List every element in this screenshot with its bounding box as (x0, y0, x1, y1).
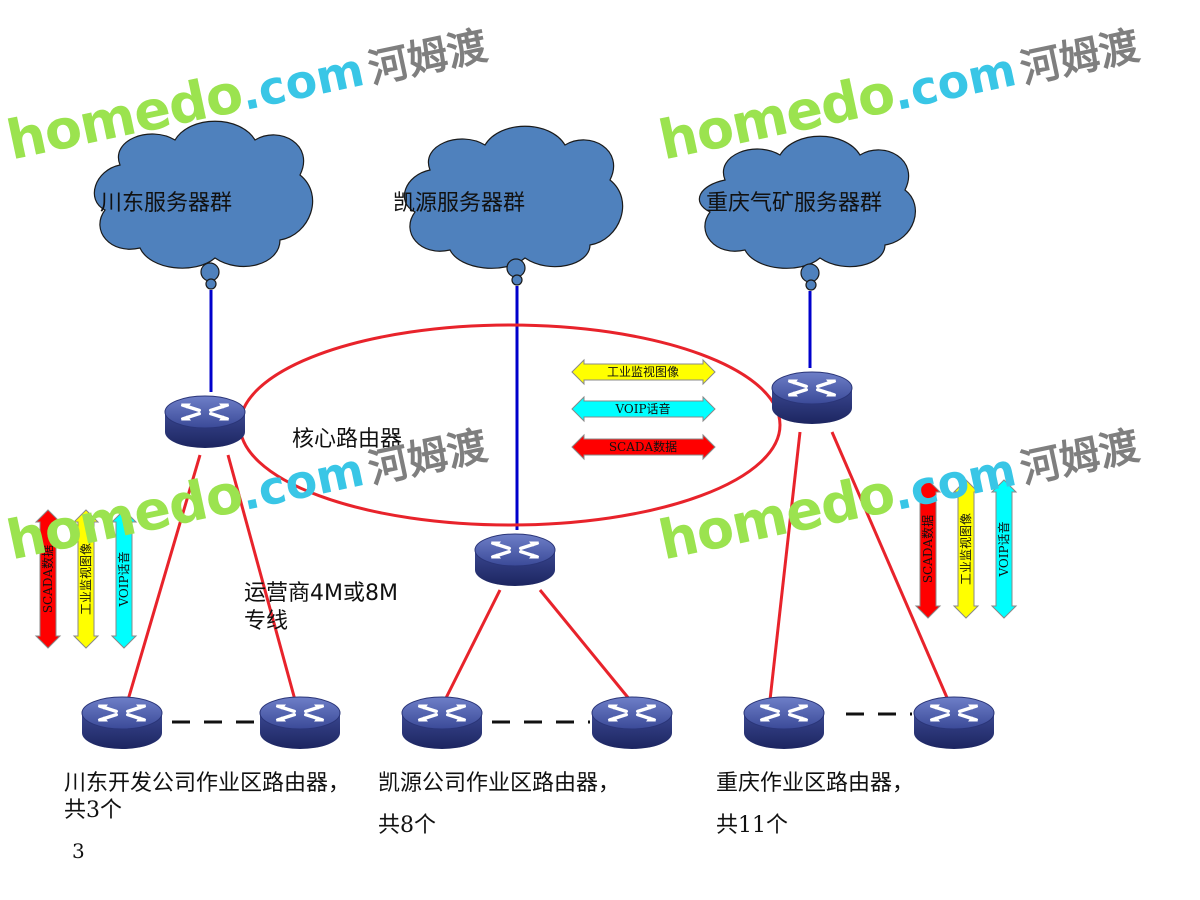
core-ring (238, 323, 782, 527)
vertical-arrow-scada-right: SCADA数据 (914, 479, 942, 619)
cloud-label-kaiyuan: 凯源服务器群 (393, 191, 526, 216)
svg-text:工业监视图像: 工业监视图像 (607, 364, 679, 379)
svg-text:SCADA数据: SCADA数据 (40, 545, 55, 613)
carrier-line-label-1: 运营商4M或8M (244, 581, 398, 606)
router-core-chongqing (772, 372, 852, 424)
carrier-line-label-2: 专线 (244, 609, 289, 634)
svg-text:VOIP话音: VOIP话音 (614, 401, 670, 416)
group-label-kaiyuan-1: 凯源公司作业区路由器， (378, 771, 621, 796)
legend-arrow-voip: VOIP话音 (571, 395, 716, 423)
group-label-chuandong-2: 共3个 (64, 798, 122, 823)
vertical-arrow-scada-left: SCADA数据 (34, 509, 62, 649)
red-links (126, 431, 950, 701)
vertical-arrow-video-right: 工业监视图像 (952, 479, 980, 619)
dashed-links (172, 712, 912, 724)
router-core-chuandong (165, 396, 245, 448)
svg-text:SCADA数据: SCADA数据 (609, 439, 677, 454)
group-label-chongqing-1: 重庆作业区路由器， (716, 771, 915, 796)
group-label-chongqing-2: 共11个 (716, 813, 788, 838)
cloud-chuandong (93, 120, 314, 290)
page-number: 3 (72, 839, 85, 863)
group-label-chuandong-1: 川东开发公司作业区路由器， (64, 771, 351, 796)
core-router-label: 核心路由器 (292, 427, 403, 452)
router-edge-chongqing-1 (744, 697, 824, 749)
cloud-kaiyuan (403, 125, 624, 286)
router-edge-chongqing-2 (914, 697, 994, 749)
router-edge-chuandong-2 (260, 697, 340, 749)
svg-text:SCADA数据: SCADA数据 (920, 515, 935, 583)
svg-text:工业监视图像: 工业监视图像 (78, 543, 93, 615)
group-label-kaiyuan-2: 共8个 (378, 813, 436, 838)
svg-text:工业监视图像: 工业监视图像 (958, 513, 973, 585)
router-edge-kaiyuan-1 (402, 697, 482, 749)
vertical-arrow-video-left: 工业监视图像 (72, 509, 100, 649)
router-edge-chuandong-1 (82, 697, 162, 749)
router-core-kaiyuan (475, 534, 555, 586)
cloud-chongqing (698, 135, 916, 291)
vertical-arrow-voip-right: VOIP话音 (990, 479, 1018, 619)
cloud-label-chongqing: 重庆气矿服务器群 (706, 191, 883, 216)
vertical-arrow-voip-left: VOIP话音 (110, 509, 138, 649)
svg-text:VOIP话音: VOIP话音 (996, 521, 1011, 577)
legend-arrow-scada: SCADA数据 (571, 433, 716, 461)
router-edge-kaiyuan-2 (592, 697, 672, 749)
cloud-label-chuandong: 川东服务器群 (100, 191, 233, 216)
legend-arrow-video: 工业监视图像 (571, 358, 716, 386)
svg-text:VOIP话音: VOIP话音 (116, 551, 131, 607)
